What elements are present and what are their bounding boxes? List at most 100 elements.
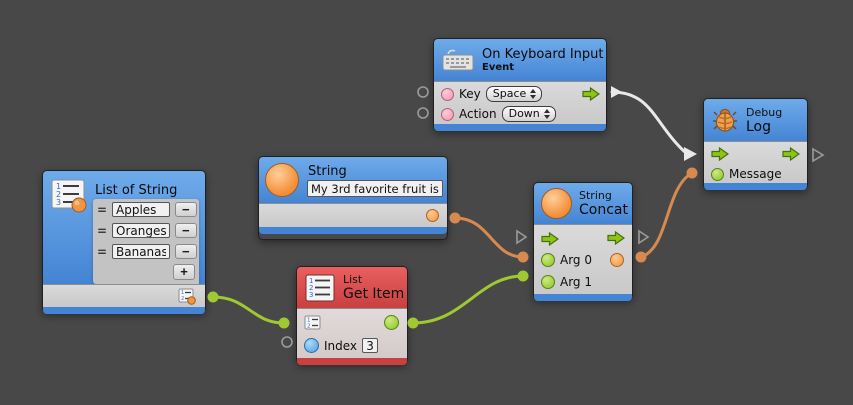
arg0-port[interactable] — [541, 253, 555, 267]
arg1-port[interactable] — [541, 275, 555, 289]
action-label: Action — [459, 107, 497, 121]
svg-text:1: 1 — [56, 182, 61, 191]
index-port[interactable] — [304, 338, 319, 353]
flow-in-port[interactable] — [541, 231, 560, 246]
wire-endpoint — [278, 317, 290, 329]
unconnected-flow-triangle[interactable] — [638, 229, 650, 245]
svg-text:3: 3 — [309, 291, 313, 299]
popup-arrows-icon — [530, 89, 537, 99]
node-subtitle: List — [343, 273, 363, 286]
wire-endpoint — [449, 212, 461, 224]
drag-handle-icon[interactable]: = — [97, 202, 108, 217]
list-item-row: = − — [93, 241, 199, 262]
list-item-row: = − — [93, 220, 199, 241]
wire-endpoint — [407, 317, 419, 329]
item-out-port[interactable] — [384, 315, 399, 330]
list-item-input[interactable] — [112, 202, 170, 217]
index-label: Index — [324, 338, 358, 353]
string-type-icon — [541, 188, 572, 219]
svg-text:1: 1 — [307, 318, 311, 324]
node-subtitle: String — [579, 189, 612, 202]
add-item-button[interactable]: + — [173, 264, 195, 280]
remove-item-button[interactable]: − — [175, 223, 197, 238]
node-title: Log — [746, 118, 772, 135]
wire-getitem-to-arg1[interactable] — [411, 274, 525, 325]
arg0-label: Arg 0 — [560, 253, 592, 267]
wire-concat-to-message[interactable] — [639, 171, 694, 259]
list-item-input[interactable] — [112, 244, 170, 259]
node-title: String — [308, 164, 347, 179]
flow-out-port[interactable] — [607, 230, 626, 246]
node-footer — [43, 307, 205, 314]
message-label: Message — [729, 167, 782, 181]
bug-icon — [712, 107, 738, 133]
unconnected-flow-triangle[interactable] — [812, 147, 825, 163]
remove-item-button[interactable]: − — [175, 202, 197, 217]
wire-arrowhead — [684, 147, 697, 161]
flow-out-port[interactable] — [582, 86, 601, 102]
node-title: On Keyboard Input — [482, 46, 604, 62]
node-title: Get Item — [343, 286, 405, 302]
result-port[interactable] — [610, 253, 624, 267]
node-footer — [259, 227, 447, 234]
drag-handle-icon[interactable]: = — [97, 244, 108, 259]
wire-endpoint — [635, 251, 647, 263]
key-dropdown-value: Space — [492, 87, 527, 100]
node-string-literal[interactable]: String — [258, 156, 448, 240]
svg-text:2: 2 — [307, 324, 311, 330]
svg-text:2: 2 — [309, 284, 313, 292]
message-port[interactable] — [711, 167, 724, 181]
node-title: Concat — [579, 202, 628, 218]
action-port[interactable] — [441, 107, 454, 121]
wire-keyboard-to-log[interactable] — [610, 90, 688, 155]
node-on-keyboard-input[interactable]: On Keyboard Input Event Key Space Action… — [433, 38, 607, 131]
arg1-label: Arg 1 — [560, 275, 592, 289]
svg-text:1: 1 — [309, 277, 313, 285]
wire-endpoint — [517, 270, 529, 282]
wire-string-to-arg0[interactable] — [453, 216, 525, 259]
index-input[interactable] — [362, 338, 379, 353]
unconnected-port-ring[interactable] — [417, 107, 429, 119]
wire-endpoint — [207, 291, 219, 303]
unconnected-port-ring[interactable] — [417, 86, 429, 98]
string-out-port[interactable] — [426, 209, 439, 222]
node-footer — [434, 124, 606, 131]
node-debug-log[interactable]: Debug Log Message — [703, 98, 808, 190]
popup-arrows-icon — [543, 109, 550, 119]
node-title: List of String — [95, 183, 178, 198]
node-subtitle: Event — [482, 61, 515, 73]
list-item-input[interactable] — [112, 223, 170, 238]
remove-item-button[interactable]: − — [175, 244, 197, 259]
action-dropdown[interactable]: Down — [501, 106, 556, 122]
node-footer — [704, 183, 807, 190]
drag-handle-icon[interactable]: = — [97, 223, 108, 238]
key-port[interactable] — [441, 87, 454, 101]
unconnected-flow-triangle[interactable] — [516, 229, 528, 245]
node-concat[interactable]: String Concat Arg 0 Arg 1 — [533, 182, 633, 301]
string-type-icon — [265, 163, 299, 197]
svg-text:3: 3 — [56, 198, 61, 207]
node-list-of-string[interactable]: 123 List of String = − = − = — [42, 170, 206, 314]
node-footer — [534, 294, 632, 301]
key-dropdown[interactable]: Space — [485, 86, 543, 102]
svg-text:2: 2 — [56, 190, 61, 199]
flow-in-port[interactable] — [711, 146, 730, 162]
wire-list-to-getitem[interactable] — [211, 295, 286, 325]
action-dropdown-value: Down — [508, 107, 540, 120]
svg-text:2: 2 — [181, 296, 184, 302]
list-item-row: = − — [93, 199, 199, 220]
wire-start-triangle — [611, 86, 622, 98]
node-subtitle: Debug — [746, 105, 783, 119]
unconnected-port-ring[interactable] — [281, 336, 293, 348]
string-value-input[interactable] — [307, 180, 443, 197]
keyboard-icon — [442, 48, 474, 72]
wire-endpoint — [517, 251, 529, 263]
wire-endpoint — [686, 167, 698, 179]
key-label: Key — [459, 87, 481, 101]
flow-out-port[interactable] — [782, 146, 801, 162]
